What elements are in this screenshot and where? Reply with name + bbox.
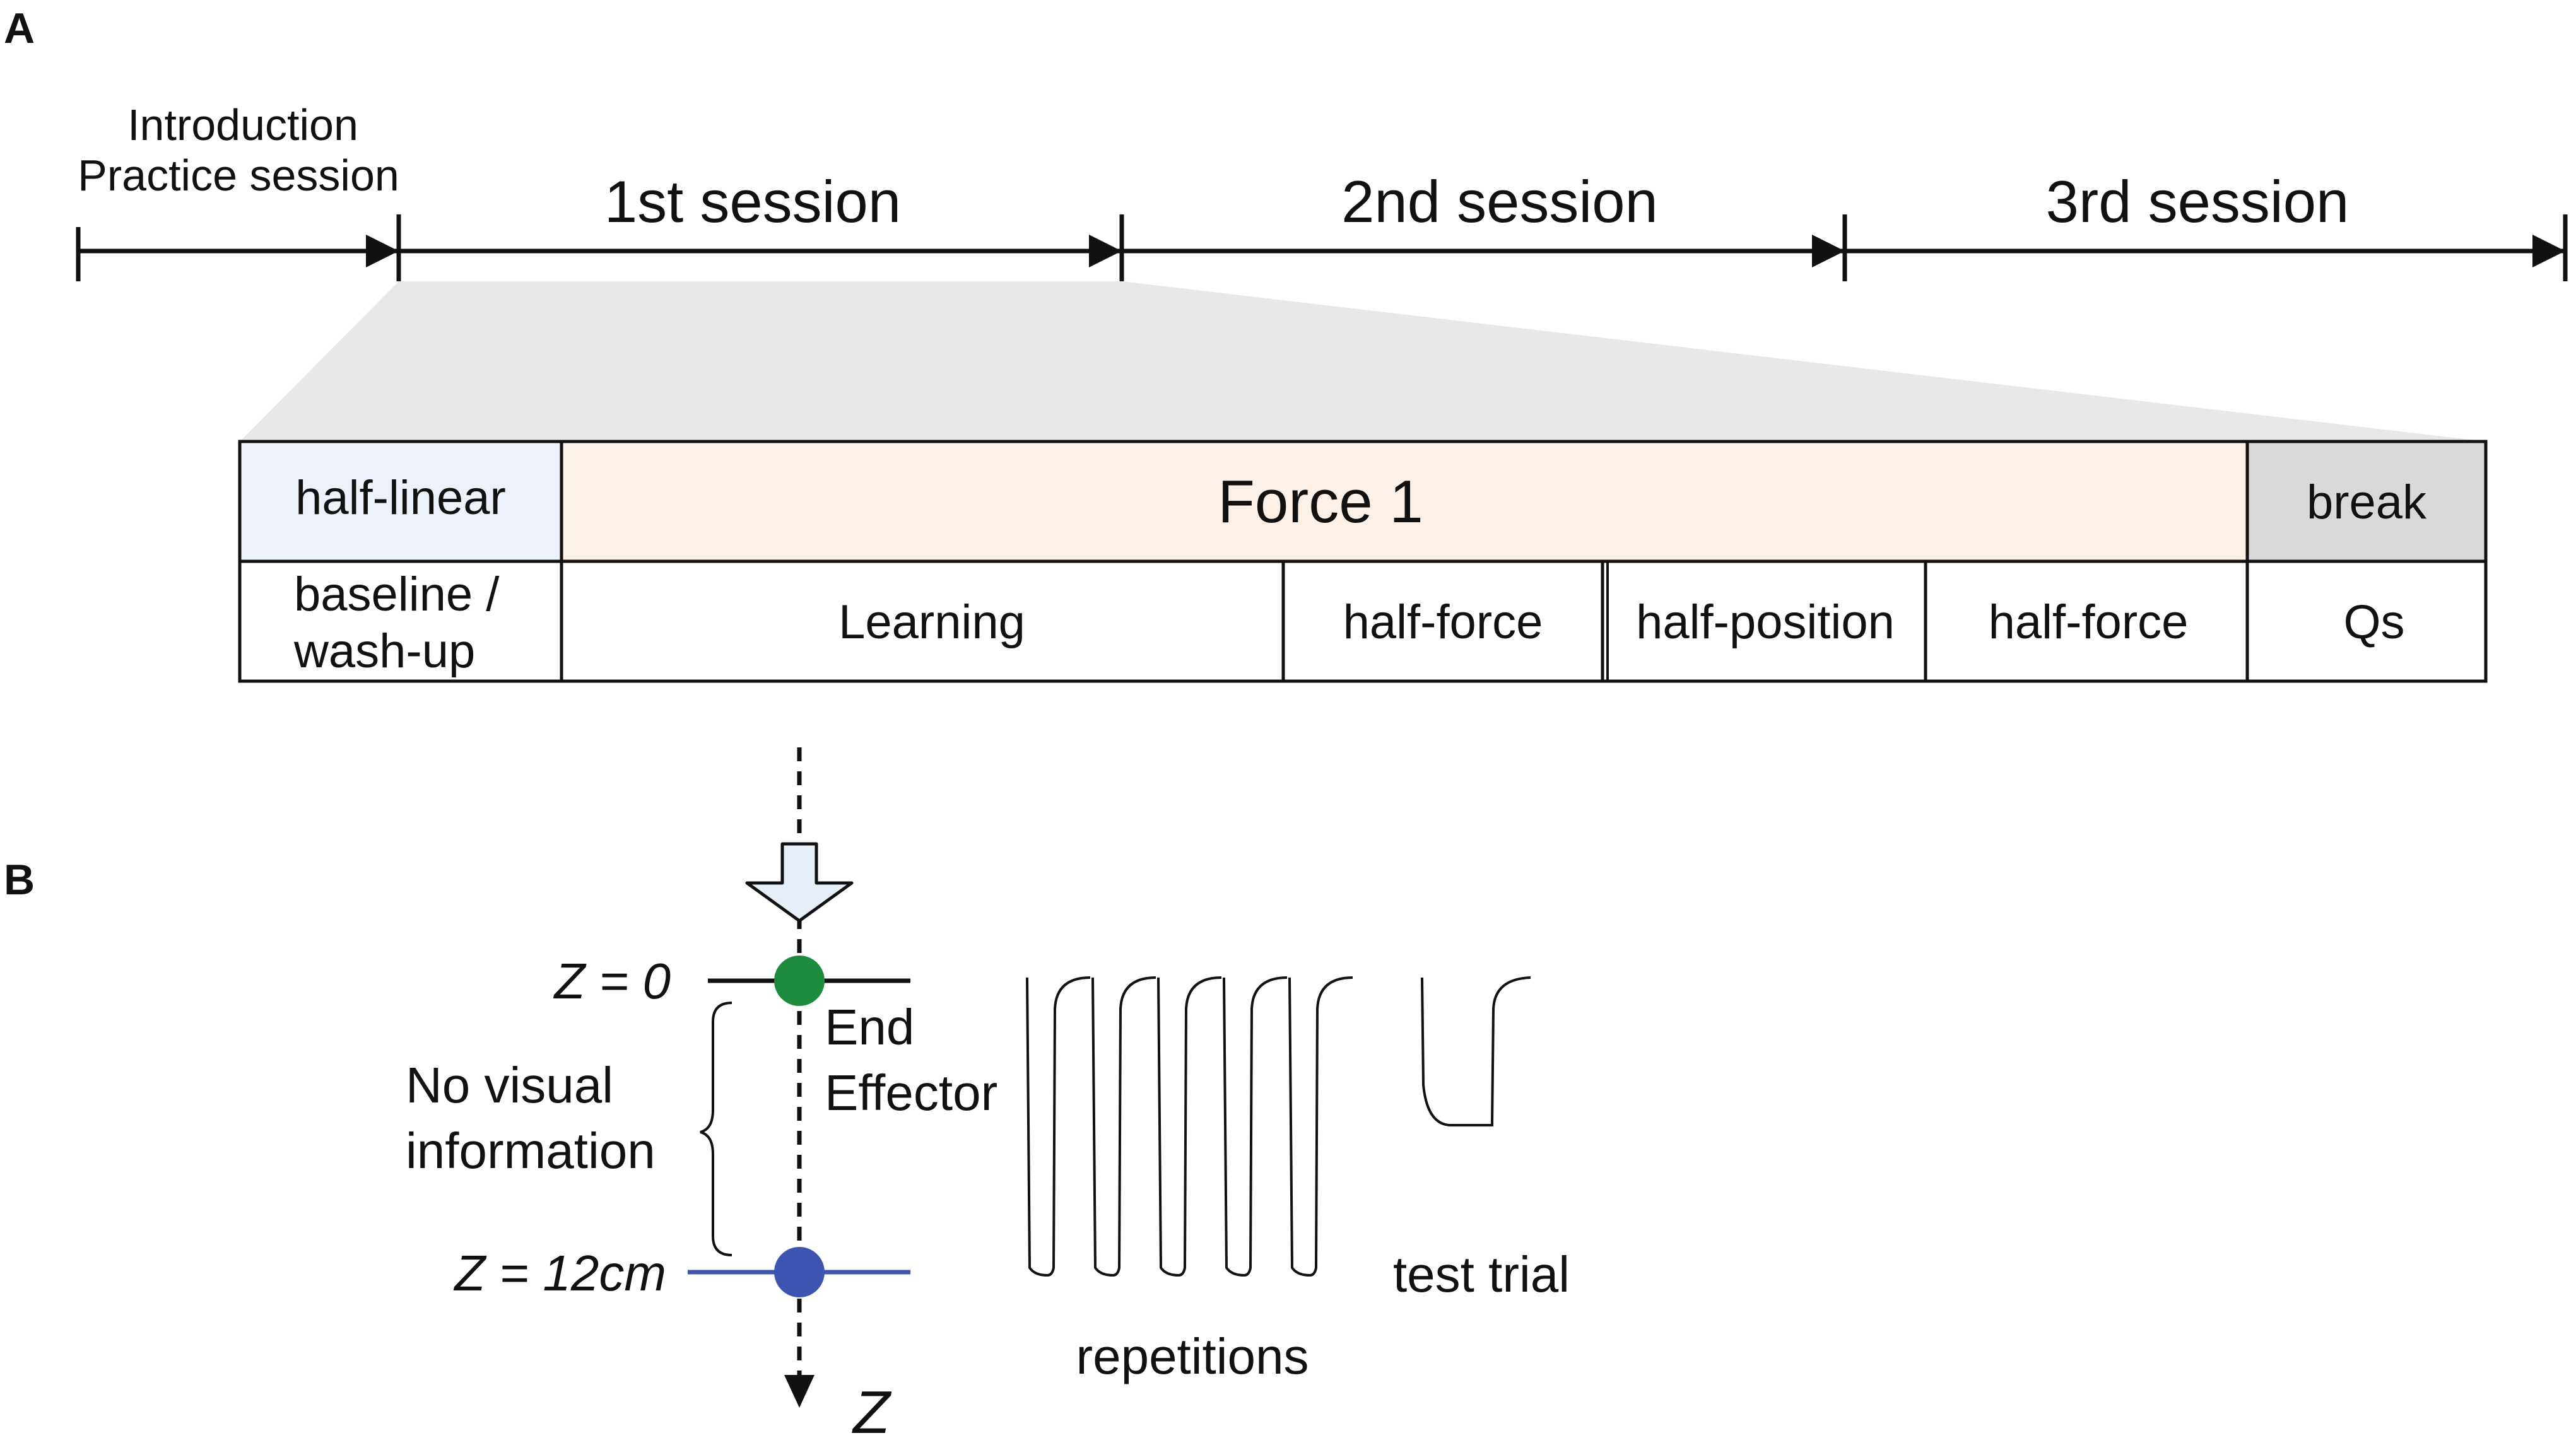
panel-a-label: A — [4, 4, 35, 52]
intro-label-line2: Practice session — [78, 151, 399, 200]
timeline-arrowhead-3 — [2532, 235, 2565, 267]
cell-half-position — [1601, 559, 1927, 683]
timeline-arrowhead-intro — [366, 235, 399, 267]
baseline-label-line2: wash-up — [293, 624, 475, 678]
cell-qs — [2245, 559, 2488, 683]
break-label: break — [2307, 476, 2427, 529]
force-1-label: Force 1 — [1218, 468, 1423, 535]
test-trial-trace — [1421, 976, 1531, 1126]
block-down-arrow-icon — [745, 842, 854, 923]
timeline-arrowheads — [366, 235, 2565, 267]
zoom-fan — [240, 281, 2486, 441]
z12-label: Z = 12cm — [453, 1245, 666, 1301]
learning-label: Learning — [838, 595, 1025, 649]
end-effector-label-line2: Effector — [825, 1065, 997, 1121]
test-trial-label: test trial — [1393, 1246, 1570, 1302]
panel-b-label: B — [4, 856, 35, 904]
target-position-dot — [774, 1247, 825, 1297]
z-axis-label: Z — [852, 1379, 892, 1438]
z-axis-arrowhead-icon — [784, 1375, 815, 1408]
session-1-label: 1st session — [604, 168, 901, 235]
half-linear-label: half-linear — [295, 471, 506, 525]
session-timeline — [76, 214, 2568, 281]
repetitions-trace — [1026, 976, 1353, 1277]
half-position-label: half-position — [1636, 595, 1895, 649]
z0-label: Z = 0 — [553, 953, 671, 1009]
curly-brace-icon — [700, 1002, 732, 1256]
timeline-arrowhead-1 — [1089, 235, 1122, 267]
qs-label: Qs — [2343, 595, 2404, 649]
session-2-label: 2nd session — [1341, 168, 1658, 235]
baseline-label-line1: baseline / — [294, 568, 500, 621]
session-3-label: 3rd session — [2046, 168, 2350, 235]
start-position-dot — [774, 956, 825, 1006]
protocol-table: half-linear Force 1 break baseline / was… — [238, 440, 2488, 683]
no-visual-label-line2: information — [406, 1123, 656, 1179]
half-force-1-label: half-force — [1343, 595, 1543, 649]
cell-learning — [560, 559, 1285, 683]
end-effector-label-line1: End — [825, 999, 914, 1055]
repetitions-label: repetitions — [1076, 1328, 1309, 1384]
cell-half-force-1 — [1281, 559, 1604, 683]
cell-baseline — [238, 559, 563, 683]
timeline-arrowhead-2 — [1812, 235, 1845, 267]
intro-label-line1: Introduction — [127, 100, 358, 149]
no-visual-label-line1: No visual — [406, 1057, 613, 1113]
half-force-2-label: half-force — [1989, 595, 2189, 649]
cell-break — [2245, 440, 2488, 563]
